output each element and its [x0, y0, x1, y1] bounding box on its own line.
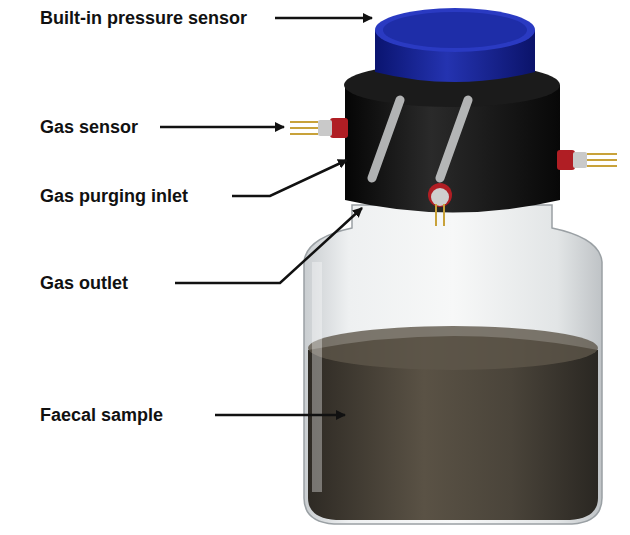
leader-arrow — [232, 160, 347, 196]
leader-arrow — [160, 126, 284, 129]
leader-arrow — [275, 17, 372, 20]
part-label: Gas sensor — [40, 116, 138, 138]
part-label: Faecal sample — [40, 404, 163, 426]
part-label: Gas outlet — [40, 272, 128, 294]
part-label: Gas purging inlet — [40, 185, 188, 207]
leader-arrow — [215, 414, 345, 417]
leader-arrow — [175, 208, 362, 283]
part-label: Built-in pressure sensor — [40, 7, 247, 29]
